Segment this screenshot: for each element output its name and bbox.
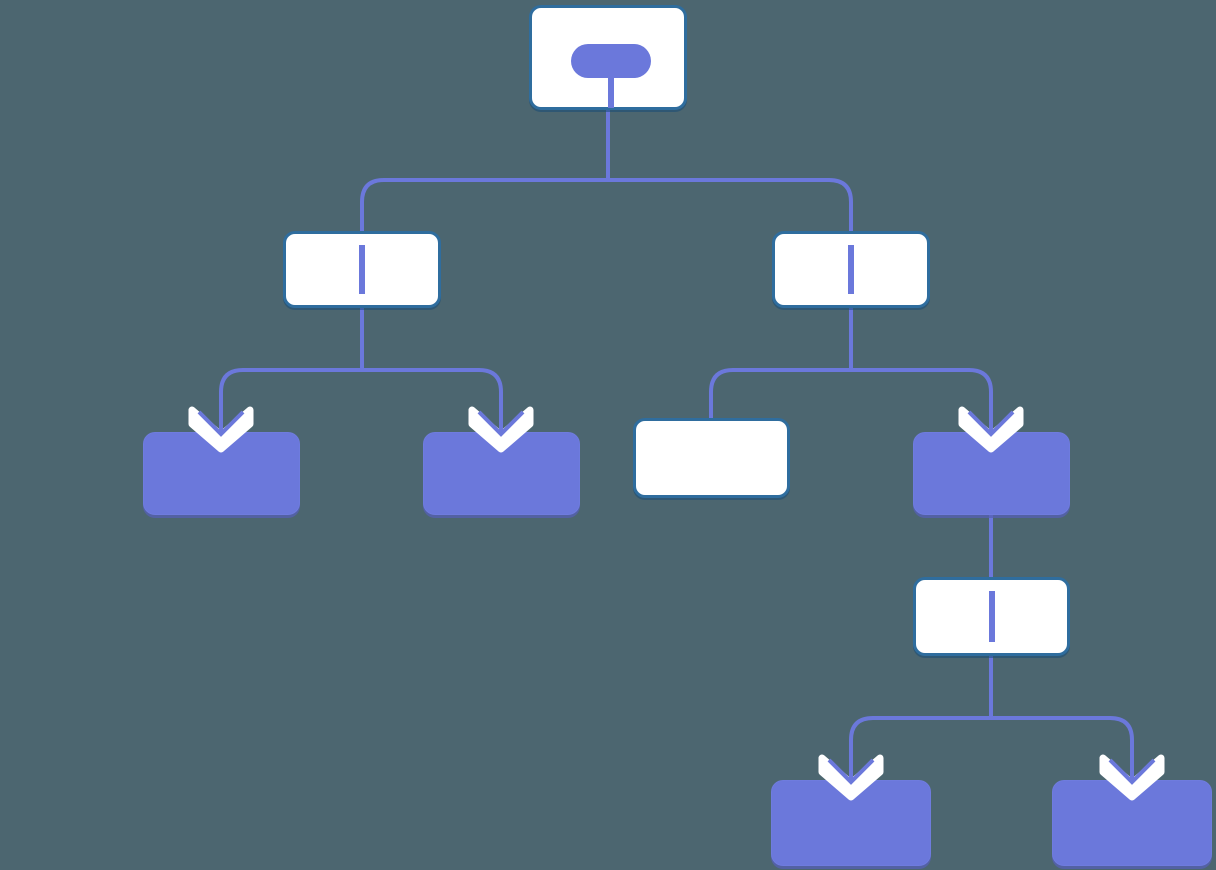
node-n9[interactable] [771, 780, 931, 866]
node-n8[interactable] [913, 577, 1070, 656]
vertical-line-glyph [848, 245, 854, 294]
node-n7[interactable] [913, 432, 1070, 515]
node-n5[interactable] [423, 432, 580, 515]
vertical-line-glyph [359, 245, 365, 294]
node-n10[interactable] [1052, 780, 1212, 866]
pill-glyph [571, 44, 651, 78]
node-n1[interactable] [529, 5, 687, 110]
vertical-line-glyph [988, 591, 995, 642]
node-n2[interactable] [283, 231, 441, 308]
node-n6[interactable] [633, 418, 790, 498]
stub-line-glyph [608, 74, 614, 108]
node-n3[interactable] [772, 231, 930, 308]
node-n4[interactable] [143, 432, 300, 515]
